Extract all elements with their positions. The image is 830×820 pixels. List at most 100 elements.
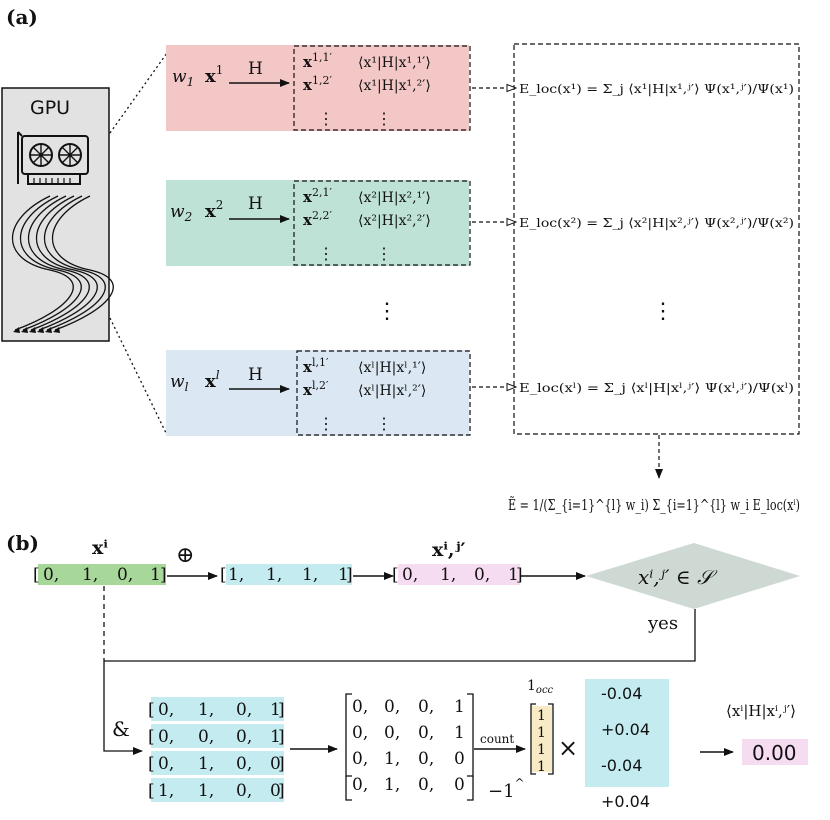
svg-text:1: 1: [537, 742, 546, 758]
eloc-formula-2: E_loc(x²) = Σ_j ⟨x²|H|x²,ʲ′⟩ Ψ(x²,ʲ′)/Ψ(…: [519, 216, 794, 230]
gpu-box: GPU: [1, 87, 114, 342]
local-energy-box: [513, 43, 800, 435]
row-3-conn-1: xl,1′: [303, 356, 329, 376]
svg-text:1: 1: [537, 725, 546, 741]
svg-text:0,: 0,: [474, 565, 490, 585]
condition-diamond: [586, 543, 800, 609]
svg-text:]: ]: [278, 781, 285, 801]
svg-text:]: ]: [346, 565, 353, 585]
svg-text:1: 1: [150, 565, 161, 585]
row-1-element-2: ⟨x¹|H|x¹,²′⟩: [358, 78, 431, 94]
row-1-element-1: ⟨x¹|H|x¹,¹′⟩: [358, 55, 431, 71]
row-2-element-1: ⟨x²|H|x²,¹′⟩: [358, 190, 431, 206]
svg-text:0,: 0,: [158, 727, 174, 747]
row-2-operator: H: [248, 194, 263, 214]
condition-text: xⁱ,ʲ′ ∈ 𝒮: [638, 565, 718, 589]
svg-text:[: [: [392, 565, 399, 585]
row-2: w2 x2 H x2,1′ x2,2′ ⟨x²|H|x²,¹′⟩ ⟨x²|H|x…: [170, 186, 431, 263]
thread-arrowheads: [13, 327, 60, 333]
svg-text:1,: 1,: [82, 565, 98, 585]
xij-label: xⁱ,ʲ′: [432, 539, 465, 561]
svg-text:[: [: [148, 781, 155, 801]
row-3-background: [166, 350, 469, 436]
result-label: ⟨xⁱ|H|xⁱ,ʲ′⟩: [726, 702, 796, 720]
svg-text:1: 1: [270, 700, 281, 720]
neg-one-label: −1^: [488, 776, 525, 802]
row-1-connected-box: [293, 45, 471, 131]
flip-vector: [ 1, 1, 1, 1 ]: [220, 565, 353, 585]
svg-text:]: ]: [278, 700, 285, 720]
funnel-line-top: [109, 52, 168, 134]
row-3: wl xl H xl,1′ xl,2′ ⟨xˡ|H|xˡ,¹′⟩ ⟨xˡ|H|x…: [170, 356, 426, 433]
row-3-vdots-2: ⋮: [376, 414, 392, 433]
svg-text:1: 1: [338, 565, 349, 585]
svg-text:0,: 0,: [418, 775, 434, 795]
svg-text:0: 0: [270, 754, 281, 774]
row-2-element-2: ⟨x²|H|x²,²′⟩: [358, 213, 431, 229]
svg-text:0,: 0,: [158, 700, 174, 720]
svg-text:1,: 1,: [198, 781, 214, 801]
and-branch-arrow: [103, 661, 143, 755]
row-1-operator: H: [248, 59, 263, 79]
svg-text:0,: 0,: [236, 700, 252, 720]
xi-vector-background: [38, 564, 166, 585]
row-1-vdots-1: ⋮: [318, 109, 334, 128]
and-row-4: 0, 1, 0, 0: [352, 775, 465, 795]
svg-text:1: 1: [454, 697, 465, 717]
svg-text:1,: 1,: [198, 700, 214, 720]
svg-text:-0.04: -0.04: [601, 684, 642, 703]
panel-b-label: (b): [6, 531, 39, 555]
mask-row-1: [ 0, 1, 0, 1 ]: [148, 700, 285, 720]
svg-text:0,: 0,: [198, 727, 214, 747]
svg-text:0,: 0,: [352, 749, 368, 769]
times-symbol: ×: [558, 734, 578, 762]
row-3-element-1: ⟨xˡ|H|xˡ,¹′⟩: [358, 360, 426, 376]
xi-label: xⁱ: [92, 537, 108, 559]
xij-vector-background: [398, 564, 520, 585]
mask-matrix: [ 0, 1, 0, 1 ] [ 0, 0, 0, 1 ] [ 0, 1, 0,…: [148, 697, 285, 802]
result-value: 0.00: [752, 741, 797, 765]
row-2-weight: w2: [170, 202, 192, 224]
svg-text:0,: 0,: [352, 723, 368, 743]
svg-text:0,: 0,: [158, 754, 174, 774]
rows-vdots-left: ⋮: [376, 299, 398, 324]
svg-text:0,: 0,: [418, 723, 434, 743]
yes-label: yes: [647, 613, 678, 634]
yes-return-line: [104, 609, 696, 662]
svg-text:[: [: [148, 754, 155, 774]
svg-text:0,: 0,: [418, 697, 434, 717]
mask-row-2: [ 0, 0, 0, 1 ]: [148, 727, 285, 747]
row-1-conn-2: x1,2′: [303, 74, 332, 94]
funnel-line-bottom: [109, 317, 168, 436]
xor-symbol: ⊕: [176, 543, 194, 568]
row-3-vdots-1: ⋮: [318, 414, 334, 433]
svg-text:0: 0: [270, 781, 281, 801]
coeff-vector-background: [585, 679, 669, 787]
svg-text:0,: 0,: [402, 565, 418, 585]
row-2-background: [166, 180, 469, 266]
svg-text:[: [: [148, 727, 155, 747]
svg-text:]: ]: [516, 565, 523, 585]
row-2-vdots-1: ⋮: [318, 244, 334, 263]
svg-text:0,: 0,: [384, 723, 400, 743]
eloc-formula-1: E_loc(x¹) = Σ_j ⟨x¹|H|x¹,ʲ′⟩ Ψ(x¹,ʲ′)/Ψ(…: [519, 82, 794, 96]
coeff-vector: -0.04 +0.04 -0.04 +0.04: [601, 684, 650, 811]
svg-text:1: 1: [270, 727, 281, 747]
count-vector-bracket: [530, 703, 554, 775]
result-value-background: [742, 739, 808, 765]
eloc-formula-3: E_loc(xˡ) = Σ_j ⟨xˡ|H|xˡ,ʲ′⟩ Ψ(xˡ,ʲ′)/Ψ(…: [519, 381, 794, 395]
and-row-2: 0, 0, 0, 1: [352, 723, 465, 743]
gpu-card-icon: [17, 131, 89, 185]
count-vector-background: [532, 706, 552, 772]
row-2-connected-box: [293, 180, 471, 266]
gpu-threads-icon: [12, 195, 114, 331]
svg-text:]: ]: [278, 754, 285, 774]
mask-row-3: [ 0, 1, 0, 0 ]: [148, 754, 285, 774]
xi-vector: [ 0, 1, 0, 1 ]: [33, 565, 167, 585]
row-2-vdots-2: ⋮: [376, 244, 392, 263]
svg-text:1: 1: [508, 565, 519, 585]
svg-text:1,: 1,: [198, 754, 214, 774]
and-row-1: 0, 0, 0, 1: [352, 697, 465, 717]
svg-text:0,: 0,: [236, 727, 252, 747]
svg-text:[: [: [148, 700, 155, 720]
